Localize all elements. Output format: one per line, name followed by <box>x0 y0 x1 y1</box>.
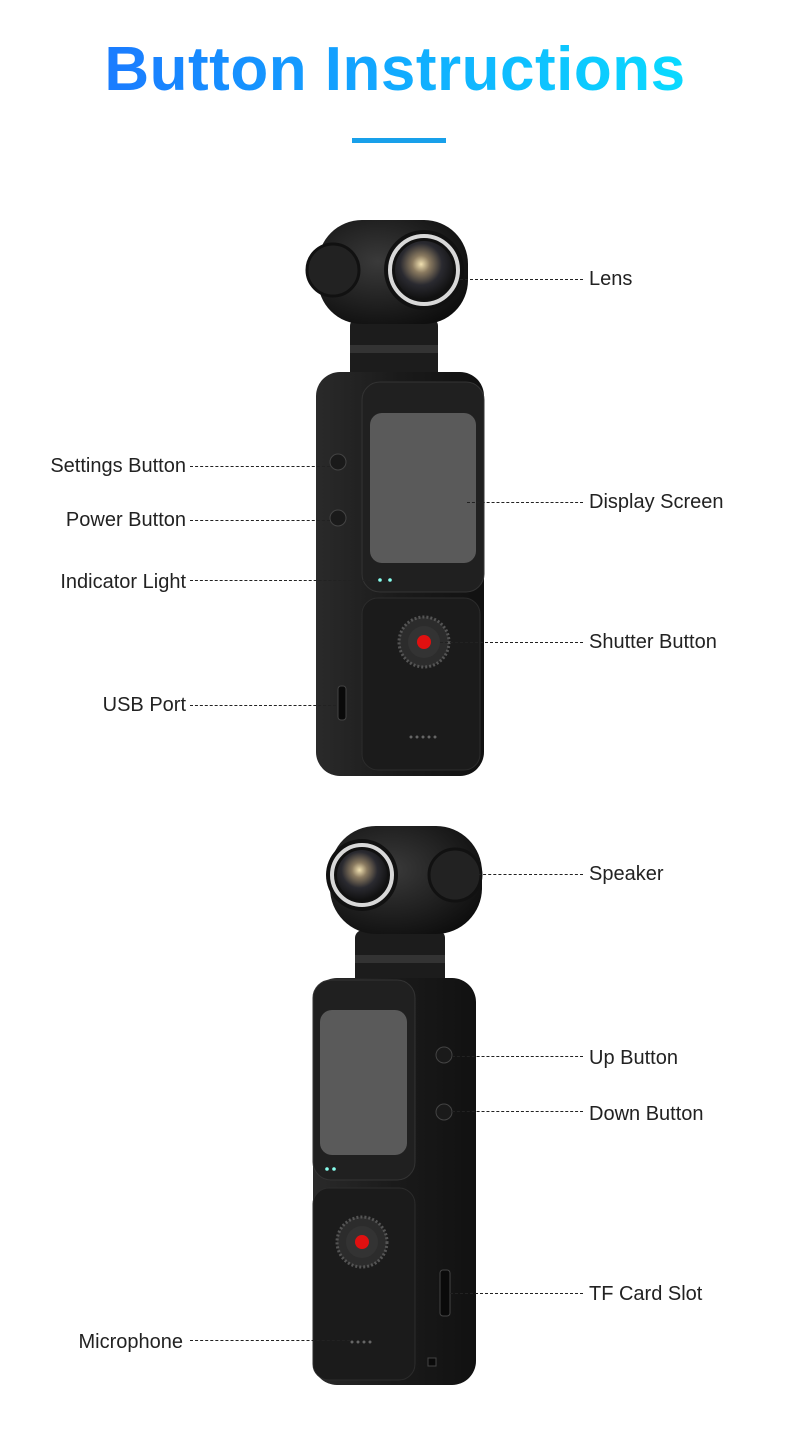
display-screen <box>370 413 476 563</box>
tf-leader-line <box>450 1293 583 1294</box>
usb-leader-line <box>190 705 336 706</box>
label-indicator-light: Indicator Light <box>60 571 186 593</box>
microphone-grille-icon <box>305 242 361 298</box>
microphone-leader-line <box>190 1340 350 1341</box>
indicator-leader-line <box>190 580 376 581</box>
page-title: Button Instructions <box>0 34 790 105</box>
label-usb-port: USB Port <box>102 694 186 716</box>
lens-leader-line <box>460 279 583 280</box>
label-down-button: Down Button <box>589 1103 704 1125</box>
label-shutter-button: Shutter Button <box>589 631 717 653</box>
label-up-button: Up Button <box>589 1047 678 1069</box>
power-leader-line <box>190 520 330 521</box>
label-speaker: Speaker <box>589 863 664 885</box>
camera-front-view <box>305 220 485 776</box>
down-leader-line <box>452 1111 583 1112</box>
label-power-button: Power Button <box>65 509 186 531</box>
label-microphone: Microphone <box>78 1331 183 1353</box>
title-underline <box>352 138 446 143</box>
label-display-screen: Display Screen <box>589 491 724 513</box>
display-screen <box>320 1010 407 1155</box>
speaker-leader-line <box>478 874 583 875</box>
up-leader-line <box>452 1056 583 1057</box>
speaker-grille-icon <box>427 847 483 903</box>
label-tf-card-slot: TF Card Slot <box>589 1283 703 1305</box>
label-settings-button: Settings Button <box>50 455 186 477</box>
lens-icon <box>388 234 460 306</box>
display-leader-line <box>467 502 583 503</box>
camera-back-view <box>312 826 483 1385</box>
settings-leader-line <box>190 466 330 467</box>
label-lens: Lens <box>589 268 633 290</box>
lens-icon <box>330 843 394 907</box>
shutter-leader-line <box>440 642 583 643</box>
